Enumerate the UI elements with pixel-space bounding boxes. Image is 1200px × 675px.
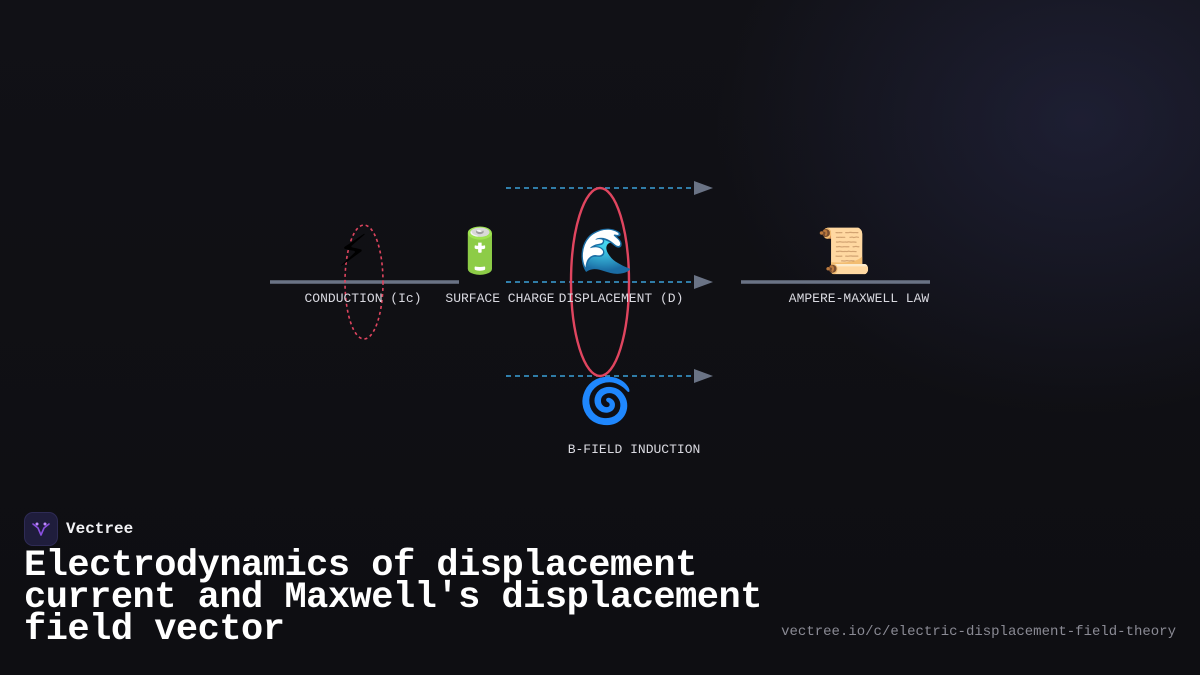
- battery-icon: 🔋: [453, 226, 508, 277]
- label-b-field: B-FIELD INDUCTION: [568, 442, 701, 457]
- brand-name: Vectree: [66, 520, 134, 538]
- amperian-loop-gap: [569, 186, 631, 378]
- label-ampere-maxwell: AMPERE-MAXWELL LAW: [789, 291, 930, 306]
- arrow-head-bottom: [694, 369, 713, 383]
- cyclone-icon: 🌀: [579, 374, 634, 427]
- arrow-head-top: [694, 181, 713, 195]
- amperian-loop-wire: [344, 224, 384, 340]
- field-lines: [506, 181, 713, 383]
- page-title: Electrodynamics of displacement current …: [24, 545, 762, 651]
- label-surface-charge: SURFACE CHARGE: [445, 291, 554, 306]
- vectree-logo-icon: [24, 512, 58, 546]
- label-conduction: CONDUCTION (Ic): [304, 291, 421, 306]
- brand: Vectree: [24, 512, 133, 546]
- water-wave-icon: 🌊: [579, 226, 634, 277]
- scroll-icon: 📜: [817, 226, 872, 277]
- page-url: vectree.io/c/electric-displacement-field…: [781, 624, 1176, 640]
- arrow-head-middle: [694, 275, 713, 289]
- label-displacement: DISPLACEMENT (D): [559, 291, 684, 306]
- high-voltage-icon: ⚡: [338, 226, 369, 277]
